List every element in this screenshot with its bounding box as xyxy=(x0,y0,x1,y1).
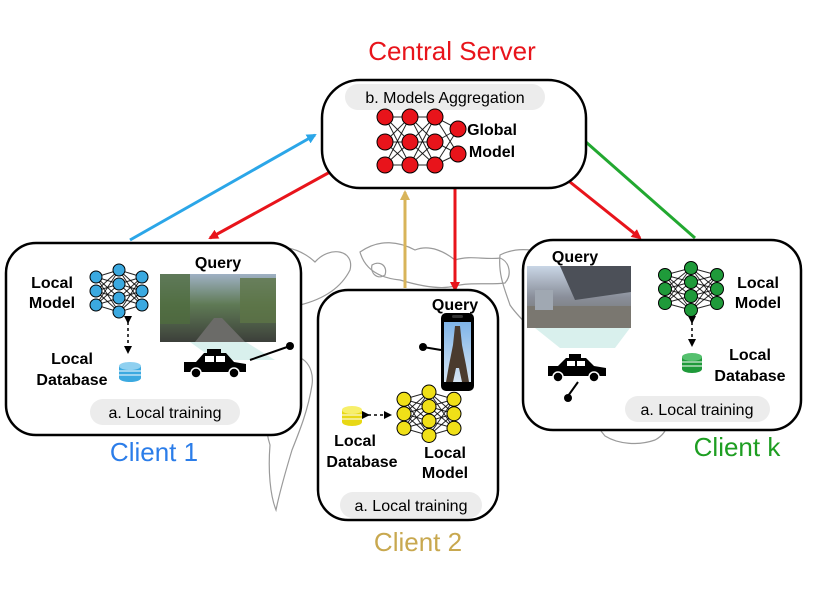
client2-name: Client 2 xyxy=(374,527,462,557)
client1-database-icon xyxy=(119,362,141,382)
clientk-query-label: Query xyxy=(552,249,598,266)
network-node xyxy=(426,156,444,174)
network-node xyxy=(401,133,419,151)
network-node xyxy=(89,270,103,284)
network-node xyxy=(421,384,437,400)
central-server: Central Server b. Models Aggregation Glo… xyxy=(320,36,588,190)
client2-db-line1: Local xyxy=(334,433,376,450)
global-model-line2: Model xyxy=(469,144,515,161)
network-node xyxy=(710,282,724,296)
network-node xyxy=(112,277,126,291)
client1-name: Client 1 xyxy=(110,437,198,467)
clientk-db-line1: Local xyxy=(729,347,771,364)
client1-model-line2: Model xyxy=(29,295,75,312)
clientk-training-label: a. Local training xyxy=(641,402,754,419)
upload-arrow-client1 xyxy=(129,133,317,242)
network-node xyxy=(449,120,467,138)
network-node xyxy=(449,145,467,163)
client2-smartphone-icon xyxy=(441,313,474,391)
network-node xyxy=(112,263,126,277)
global-model-line1: Global xyxy=(467,122,517,139)
client-2: Query Local Database Local Model a. Loca… xyxy=(316,288,500,557)
clientk-db-line2: Database xyxy=(714,368,785,385)
models-aggregation-label: b. Models Aggregation xyxy=(365,90,524,107)
clientk-street-photo xyxy=(527,266,631,328)
network-node xyxy=(684,289,698,303)
client2-query-label: Query xyxy=(432,297,478,314)
network-node xyxy=(135,284,149,298)
clientk-model-line1: Local xyxy=(737,275,779,292)
network-node xyxy=(446,391,462,407)
network-node xyxy=(112,291,126,305)
network-node xyxy=(376,156,394,174)
network-node xyxy=(658,268,672,282)
server-title: Central Server xyxy=(368,36,536,66)
network-node xyxy=(135,298,149,312)
network-node xyxy=(396,406,412,422)
clientk-model-line2: Model xyxy=(735,295,781,312)
network-node xyxy=(89,284,103,298)
network-node xyxy=(112,305,126,319)
client1-car-icon xyxy=(184,349,246,379)
client2-training-label: a. Local training xyxy=(355,498,468,515)
download-arrow-client1 xyxy=(208,170,331,240)
client1-model-line1: Local xyxy=(31,275,73,292)
client1-training-label: a. Local training xyxy=(109,405,222,422)
clientk-car-icon xyxy=(548,354,606,383)
network-node xyxy=(396,420,412,436)
network-node xyxy=(684,261,698,275)
network-node xyxy=(89,298,103,312)
client2-model-line1: Local xyxy=(424,445,466,462)
client2-db-line2: Database xyxy=(326,454,397,471)
network-node xyxy=(426,108,444,126)
network-node xyxy=(421,428,437,443)
network-node xyxy=(710,296,724,310)
client1-query-label: Query xyxy=(195,255,241,272)
client1-street-photo xyxy=(160,274,276,342)
network-node xyxy=(710,268,724,282)
network-node xyxy=(658,282,672,296)
network-node xyxy=(376,108,394,126)
network-node xyxy=(684,303,698,317)
network-node xyxy=(135,270,149,284)
client2-database-icon xyxy=(342,406,362,426)
network-node xyxy=(401,108,419,126)
client1-db-line1: Local xyxy=(51,351,93,368)
client-1: Local Model Query Local Database xyxy=(4,241,303,467)
clientk-local-model-network-icon xyxy=(658,261,724,317)
connection-arrows xyxy=(129,126,696,292)
global-model-network-icon xyxy=(376,108,467,174)
client2-local-model-network-icon xyxy=(396,384,462,443)
network-node xyxy=(421,413,437,429)
client1-local-model-network-icon xyxy=(89,263,149,319)
client2-model-line2: Model xyxy=(422,465,468,482)
network-node xyxy=(376,133,394,151)
network-node xyxy=(684,275,698,289)
clientk-database-icon xyxy=(682,353,702,373)
network-node xyxy=(426,133,444,151)
client1-db-line2: Database xyxy=(36,372,107,389)
client-k: Query Local Model Local xyxy=(521,238,803,462)
upload-arrow-clientk xyxy=(568,126,696,240)
network-node xyxy=(396,391,412,407)
network-node xyxy=(446,420,462,436)
network-node xyxy=(658,296,672,310)
network-node xyxy=(446,406,462,422)
network-node xyxy=(401,156,419,174)
network-node xyxy=(421,399,437,414)
clientk-name: Client k xyxy=(694,432,782,462)
